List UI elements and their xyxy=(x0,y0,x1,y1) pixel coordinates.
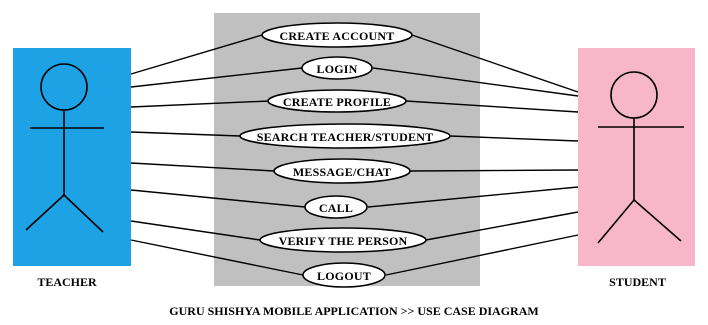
usecase-logout: LOGOUT xyxy=(302,262,386,288)
usecase-label: CREATE ACCOUNT xyxy=(280,29,395,43)
assoc-teacher-create-profile xyxy=(130,100,270,108)
assoc-teacher-search xyxy=(130,131,241,137)
assoc-student-call xyxy=(367,186,579,208)
assoc-student-message xyxy=(409,169,579,172)
teacher-stick-figure xyxy=(25,63,104,233)
assoc-teacher-verify xyxy=(130,220,261,241)
usecase-verify-the-person: VERIFY THE PERSON xyxy=(259,227,427,253)
usecase-label: VERIFY THE PERSON xyxy=(279,234,408,248)
usecase-label: SEARCH TEACHER/STUDENT xyxy=(257,130,434,144)
usecase-create-profile: CREATE PROFILE xyxy=(267,89,407,113)
usecase-label: CALL xyxy=(319,201,353,215)
usecase-label: CREATE PROFILE xyxy=(283,95,391,109)
teacher-left-leg xyxy=(25,194,65,231)
student-right-leg xyxy=(633,199,682,242)
student-stick-figure xyxy=(597,71,684,244)
assoc-student-verify xyxy=(425,211,579,241)
usecase-label: LOGIN xyxy=(316,62,357,76)
usecase-call: CALL xyxy=(304,195,368,219)
assoc-teacher-call xyxy=(130,189,306,208)
associations xyxy=(130,34,579,276)
diagram-caption: GURU SHISHYA MOBILE APPLICATION >> USE C… xyxy=(169,304,539,318)
teacher-actor-box xyxy=(13,48,131,266)
assoc-student-create-profile xyxy=(405,100,579,113)
assoc-teacher-message xyxy=(130,162,275,172)
teacher-right-leg xyxy=(63,194,104,233)
usecase-label: LOGOUT xyxy=(317,269,371,283)
assoc-student-login xyxy=(372,67,579,97)
student-label: STUDENT xyxy=(609,275,666,289)
student-actor-box xyxy=(578,48,695,266)
usecase-search-teacher-student: SEARCH TEACHER/STUDENT xyxy=(239,123,451,149)
usecases: CREATE ACCOUNT LOGIN CREATE PROFILE SEAR… xyxy=(239,22,451,288)
assoc-teacher-logout xyxy=(130,239,304,276)
assoc-student-logout xyxy=(385,234,579,276)
teacher-label: TEACHER xyxy=(37,275,97,289)
student-left-leg xyxy=(597,199,635,244)
usecase-create-account: CREATE ACCOUNT xyxy=(261,22,413,48)
assoc-teacher-create-account xyxy=(130,34,263,75)
assoc-student-search xyxy=(449,135,579,142)
usecase-message-chat: MESSAGE/CHAT xyxy=(273,158,411,184)
usecase-login: LOGIN xyxy=(301,56,373,80)
assoc-teacher-login xyxy=(130,67,303,88)
assoc-student-create-account xyxy=(411,34,579,93)
usecase-label: MESSAGE/CHAT xyxy=(293,165,391,179)
